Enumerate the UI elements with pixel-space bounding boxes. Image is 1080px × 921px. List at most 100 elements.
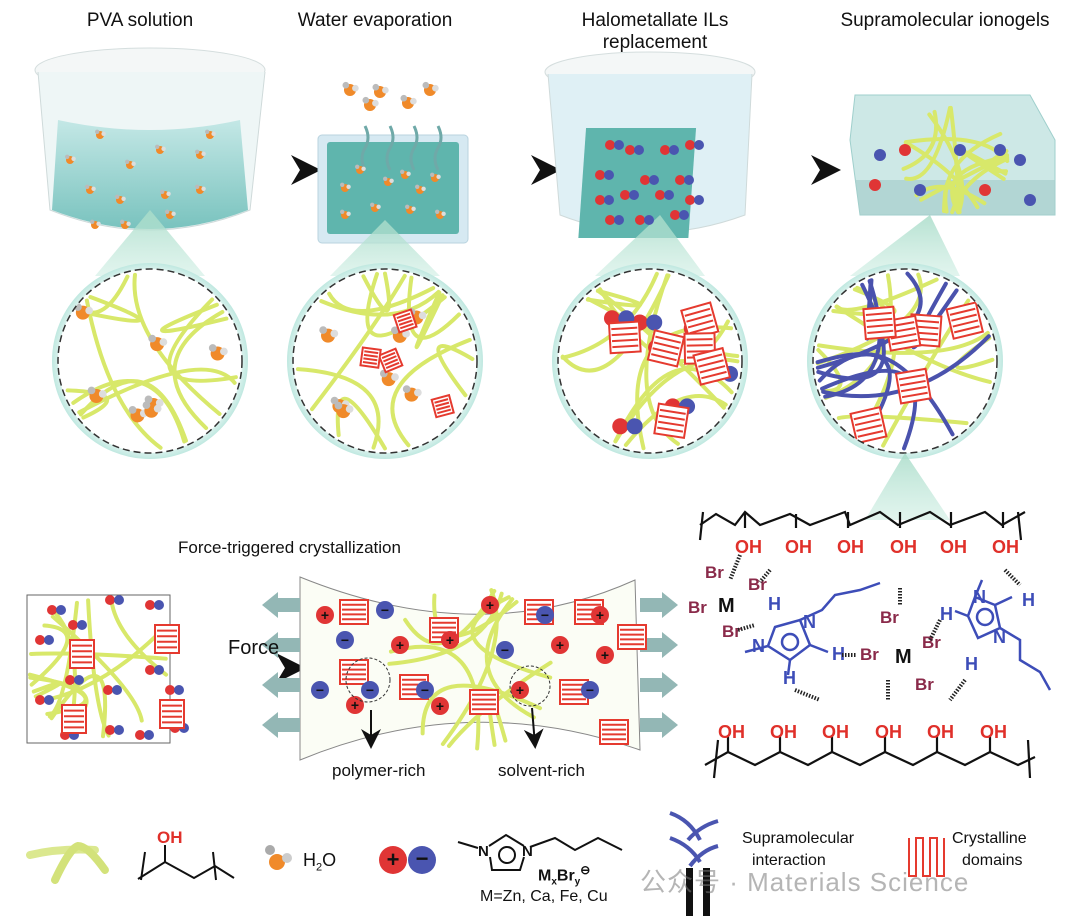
circle-dashed-border — [57, 268, 243, 454]
block-ion-pair-cation — [103, 685, 113, 695]
polymer-chain — [295, 367, 381, 450]
polymer-chain — [50, 614, 144, 723]
circle-crystal-stripe — [436, 405, 451, 411]
hydrogen-label: H — [832, 644, 845, 664]
hydrogen-bond — [948, 678, 967, 702]
polymer-chain — [388, 644, 481, 751]
legend-crystalline-domain-icon — [908, 837, 945, 877]
stretched-ion — [316, 606, 334, 624]
film-water-h2 — [441, 211, 446, 216]
gel-ion — [874, 149, 886, 161]
nitrogen-label: N — [803, 612, 816, 632]
solvent-rich-highlight — [509, 665, 551, 707]
stretched-crystal-frame — [339, 599, 369, 625]
stretched-ion — [591, 606, 609, 624]
circle-crystal-stripe — [657, 426, 684, 433]
film-water-h1 — [383, 176, 388, 181]
polymer-chain — [903, 140, 980, 210]
circle-crystal — [692, 346, 732, 386]
block-ion-pair-cation — [165, 685, 175, 695]
block-ion-pair-cation — [145, 665, 155, 675]
beaker-ion-pair-cation — [685, 195, 695, 205]
circle-crystal-stripe — [686, 344, 713, 347]
circle-crystal-stripe — [856, 424, 883, 432]
beaker-ion-pair-anion — [669, 145, 679, 155]
stretched-crystal — [339, 599, 369, 625]
beaker-water-h2 — [126, 221, 131, 226]
hydrogen-label: H — [783, 668, 796, 688]
stage-title-halometallate-line2: replacement — [602, 32, 708, 53]
legend-anion-icon — [408, 846, 436, 874]
legend-water-h: H — [303, 850, 316, 870]
circle-crystal-stripe — [611, 326, 638, 331]
circle-crystal-stripe — [398, 319, 413, 326]
hydroxyl-label-top: OH — [735, 537, 762, 557]
circle-crystal-stripe — [381, 351, 396, 360]
stretched-crystal — [339, 659, 369, 685]
circle-crystal-frame — [607, 320, 642, 355]
legend-water-o: O — [322, 850, 337, 870]
beaker-ion-pair-cation — [640, 175, 650, 185]
beaker-water-h1 — [120, 219, 125, 224]
beaker-water-h2 — [121, 196, 126, 201]
pull-arrows — [262, 592, 678, 738]
evaporating-water-h2 — [372, 99, 379, 107]
polymer-chain — [76, 295, 142, 323]
polymer-chain — [943, 131, 1003, 214]
beaker-ion-pair-anion — [614, 140, 624, 150]
block-ion-pair-anion — [114, 725, 124, 735]
beaker-water-h1 — [85, 184, 90, 189]
magnify-cone-to-structure — [865, 453, 950, 520]
bromide-label: Br — [922, 633, 941, 652]
hydrogen-bond — [728, 554, 742, 581]
polymer-chain — [49, 673, 108, 739]
circle-water-h2 — [414, 388, 422, 397]
bromide-label: Br — [705, 563, 724, 582]
stretched-crystal-frame — [617, 624, 647, 650]
stretched-ion-sign: + — [321, 607, 329, 623]
film-water-h2 — [346, 211, 351, 216]
beaker-ion-pair-anion — [604, 195, 614, 205]
circle-water-h2 — [85, 306, 94, 315]
circle-crystal — [680, 301, 720, 341]
hydrogen-label: H — [940, 604, 953, 624]
legend-cation-icon — [379, 846, 407, 874]
circle-crystal-stripe — [658, 414, 685, 421]
legend-crystalline-line2: domains — [962, 852, 1023, 869]
legend-water-sub: 2 — [316, 861, 323, 874]
stretched-ion-sign: − — [316, 682, 324, 698]
film-water-h1 — [400, 169, 405, 174]
circle-water-h2 — [402, 329, 410, 338]
stage-title-pva-solution: PVA solution — [86, 10, 194, 31]
stretched-ion — [481, 596, 499, 614]
beaker-ion-pair-cation — [605, 215, 615, 225]
stretched-ion — [536, 606, 554, 624]
pull-arrow-right — [640, 592, 678, 618]
stretched-ion — [391, 636, 409, 654]
stretched-ion — [311, 681, 329, 699]
gel-ion — [1014, 154, 1026, 166]
circle-water-h1 — [402, 385, 411, 393]
hydroxyl-label-bottom: OH — [770, 722, 797, 742]
polymer-chain — [310, 273, 407, 412]
block-ion-pair-cation — [145, 600, 155, 610]
circle-water-h2 — [391, 373, 399, 381]
stage-title-water-evaporation: Water evaporation — [297, 10, 453, 31]
circle-crystal — [849, 405, 888, 445]
beaker-water-h1 — [115, 194, 120, 199]
beaker-ion-pair-anion — [629, 190, 639, 200]
polymer-chain — [904, 105, 952, 181]
circle-crystal-stripe — [611, 332, 638, 337]
legend-hydrogen-bond-icon — [686, 868, 710, 916]
hydroxyl-label-top: OH — [940, 537, 967, 557]
stage-title-halometallate: Halometallate ILs replacement — [560, 10, 750, 54]
circle-crystal-stripe — [383, 355, 397, 363]
beaker-ion-pair-cation — [605, 140, 615, 150]
imidazolium-cation-right — [954, 579, 1052, 691]
legend-anion-formula: MxBry⊖ — [538, 863, 590, 888]
beaker-ion-pair-anion — [604, 170, 614, 180]
beaker-water-h2 — [71, 156, 76, 161]
evaporating-water-h2 — [432, 84, 439, 92]
circle-dashed-border — [292, 268, 478, 454]
legend-water-hydrogen-icon-2 — [282, 853, 292, 863]
